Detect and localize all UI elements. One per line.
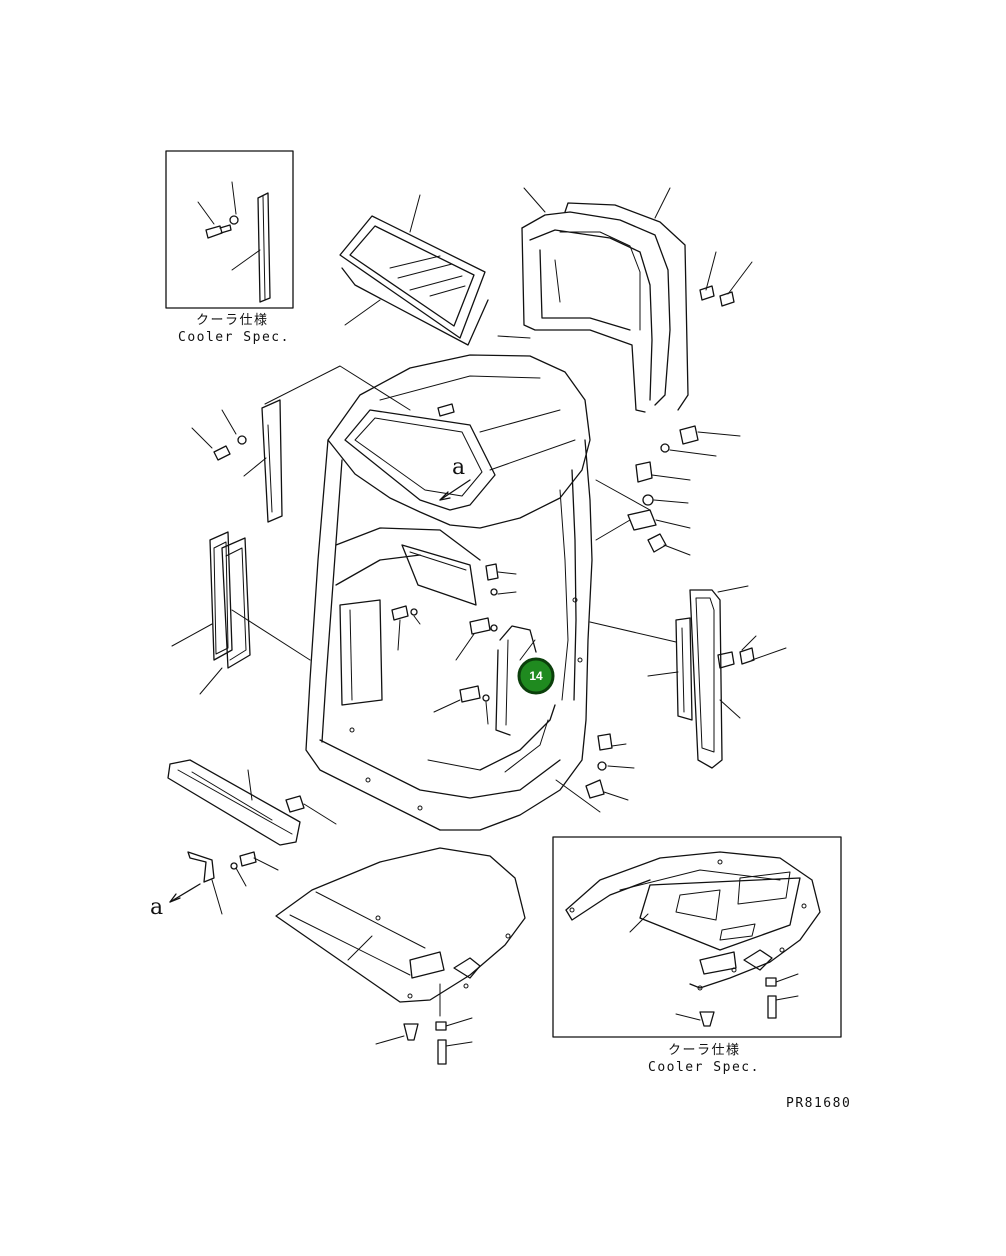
inset-top-left-label-en: Cooler Spec.: [178, 330, 290, 345]
inset-bottom-right-label-en: Cooler Spec.: [648, 1060, 760, 1075]
center-bolts: [391, 563, 536, 725]
inset-bottom-right-label-jp: クーラ仕様: [668, 1043, 741, 1058]
left-pillar-cover-upper: [191, 365, 411, 523]
drawing-number: PR81680: [786, 1096, 851, 1111]
view-marker-upper: a: [439, 455, 471, 501]
roof-window-glass: [339, 194, 489, 346]
inset-top-left-label-jp: クーラ仕様: [196, 313, 269, 328]
lower-right-bolts: [555, 733, 635, 813]
rear-window-frame: [497, 187, 753, 413]
right-door-glass: [589, 585, 787, 769]
inset-cooler-spec-top-left: クーラ仕様 Cooler Spec.: [165, 150, 294, 345]
right-latch-parts: [595, 425, 741, 556]
cab-frame: [231, 354, 593, 831]
inset-cooler-spec-bottom-right: クーラ仕様 Cooler Spec.: [552, 836, 842, 1075]
callout-14-text[interactable]: 14: [529, 669, 543, 683]
view-marker-upper-text: a: [452, 455, 465, 480]
view-marker-lower-text: a: [150, 895, 163, 920]
step-plate: [167, 759, 337, 846]
callout-14[interactable]: 14: [517, 657, 555, 695]
callout-14-circle[interactable]: [517, 657, 555, 695]
left-window-glass: [171, 531, 251, 695]
floor-undercover: [275, 847, 526, 1065]
side-bracket: a: [150, 851, 279, 920]
